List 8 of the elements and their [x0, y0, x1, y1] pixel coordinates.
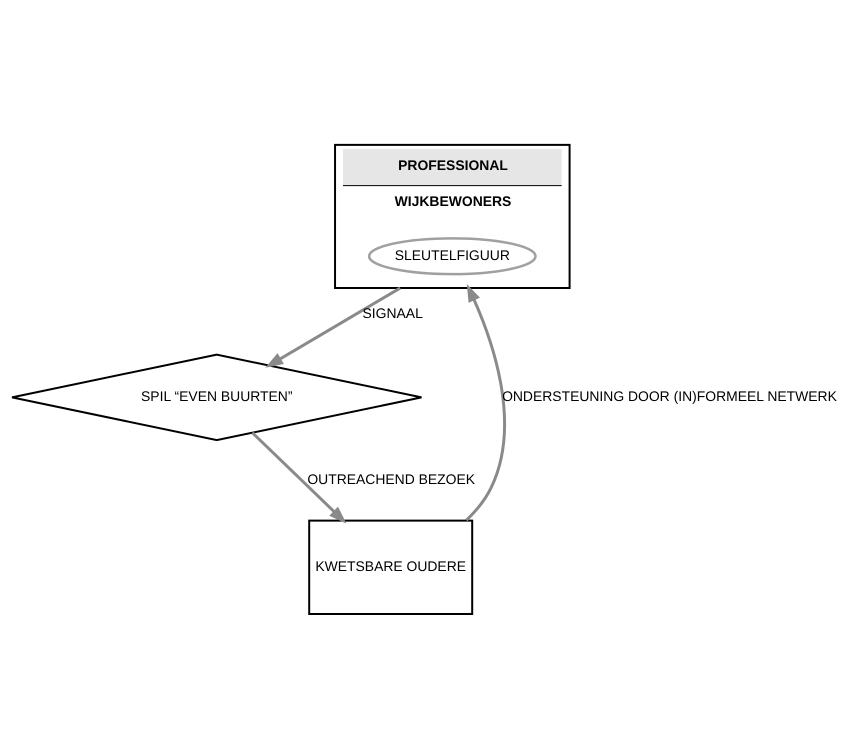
- arrow: [465, 284, 506, 522]
- arrow: [265, 286, 401, 368]
- edge-label: ONDERSTEUNING DOOR (IN)FORMEEL NETWERK: [502, 388, 837, 404]
- node-box: KWETSBARE OUDERE: [308, 520, 474, 616]
- edge-label: SIGNAAL: [362, 305, 423, 322]
- node-ellipse: SLEUTELFIGUUR: [368, 237, 537, 276]
- arrow: [251, 432, 346, 524]
- edge-label: OUTREACHEND BEZOEK: [307, 471, 476, 488]
